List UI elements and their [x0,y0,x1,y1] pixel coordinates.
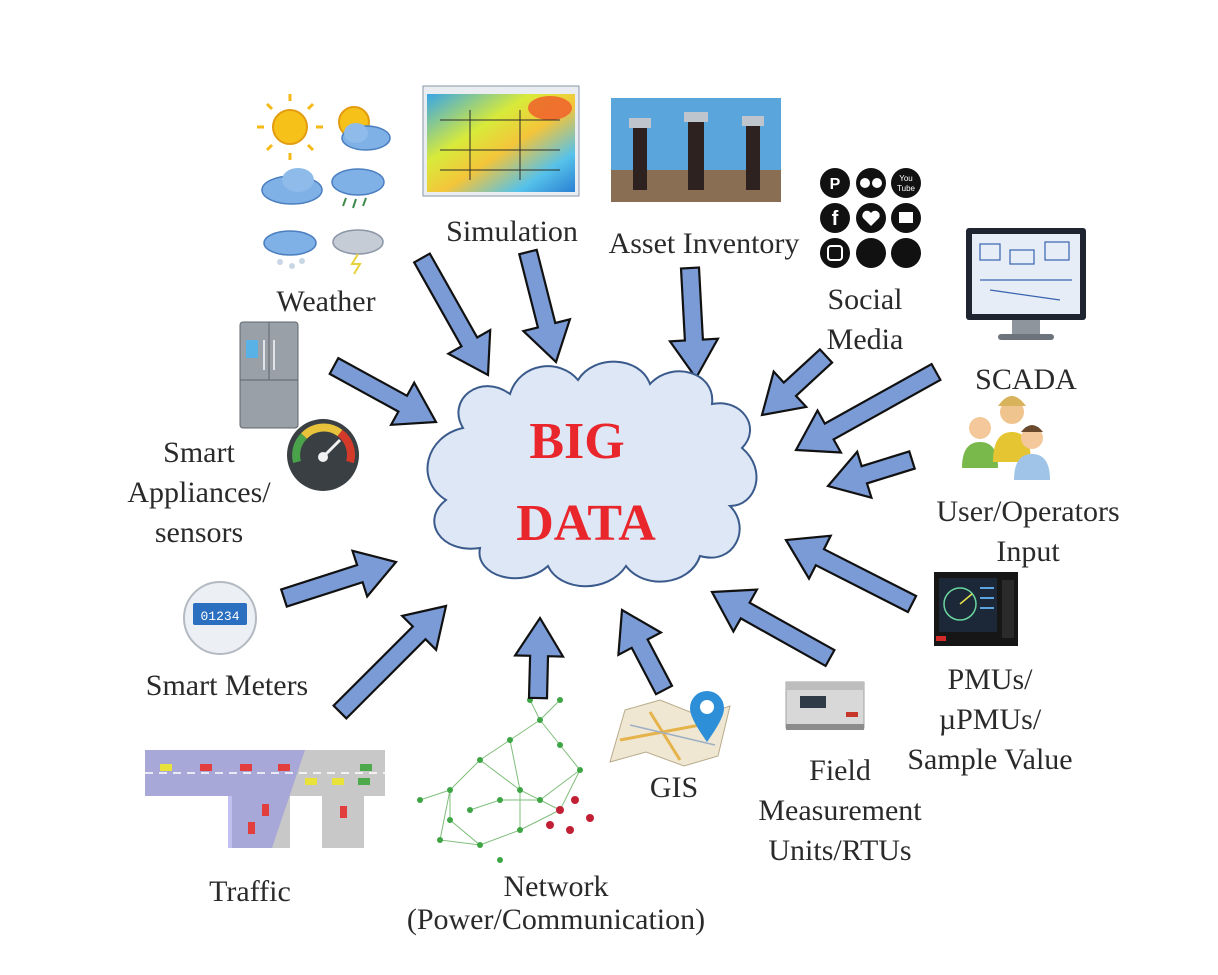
cloud-icon [261,168,323,205]
label-traffic: Traffic [180,872,320,912]
label-scada-line1: SCADA [975,363,1077,396]
label-network-line1: Network [503,870,609,903]
label-gis: GIS [624,768,724,808]
svg-text:Tube: Tube [897,184,915,193]
label-smart-meters-line1: Smart Meters [145,669,309,702]
label-simulation: Simulation [432,212,592,252]
label-social-media-line1: Social [827,283,903,316]
label-pmus-line3: Sample Value [907,743,1073,776]
rain-cloud-icon [331,168,385,209]
refrigerator-icon [239,321,299,429]
scada-monitor-icon [966,228,1086,340]
arrow-asset-inventory [667,266,720,381]
label-field-measurement-line3: Units/RTUs [768,834,912,867]
arrow-smart-appliances [328,356,438,427]
label-user-operators-input-line2: Input [996,535,1060,568]
label-traffic-line1: Traffic [209,875,291,908]
label-smart-meters: Smart Meters [124,666,330,706]
arrows-group [279,248,942,720]
arrow-field-measurement [710,588,836,668]
pmu-device-icon [934,572,1018,646]
label-smart-appliances-line3: sensors [154,516,244,549]
svg-text:f: f [832,208,839,230]
big-data-line1: BIG [529,413,624,470]
label-gis-line1: GIS [649,771,699,804]
label-field-measurement-line2: Measurement [758,794,922,827]
field-measurement-device-icon [785,681,865,730]
label-user-operators-input: User/Operators Input [914,492,1142,572]
big-data-cloud: BIG DATA [426,360,758,588]
label-network-line2: (Power/Communication) [406,903,706,936]
arrow-gis [617,608,674,696]
svg-text:You: You [899,174,913,183]
social-media-icons: P f You Tube [820,168,921,268]
storm-cloud-icon [332,229,384,275]
simulation-screen-icon [422,85,580,197]
network-graph-icon [417,697,594,863]
weather-icon [257,94,391,275]
label-smart-appliances-line1: Smart [163,436,235,469]
smart-meter-icon: 01234 [183,581,257,655]
traffic-intersection-icon [145,750,385,848]
label-smart-appliances: Smart Appliances/ sensors [104,433,294,553]
arrow-social-media [760,347,834,417]
arrow-traffic [332,604,448,720]
gauge-icon [287,419,359,491]
cloud-shape [426,360,758,588]
label-asset-inventory-line1: Asset Inventory [608,227,800,260]
label-weather: Weather [256,282,396,322]
arrow-network [513,615,565,700]
label-pmus-line1: PMUs/ [947,663,1033,696]
label-scada: SCADA [956,360,1096,400]
label-social-media: Social Media [805,280,925,360]
label-user-operators-input-line1: User/Operators [936,495,1120,528]
label-weather-line1: Weather [276,285,376,318]
big-data-line2: DATA [516,495,656,552]
label-asset-inventory: Asset Inventory [594,224,814,264]
arrow-simulation [517,248,572,364]
label-social-media-line2: Media [826,323,904,356]
label-simulation-line1: Simulation [446,215,578,248]
sun-cloud-icon [338,106,391,151]
label-field-measurement: Field Measurement Units/RTUs [740,751,940,871]
arrow-weather [412,252,492,377]
arrow-smart-meters [279,549,398,608]
users-icon [962,396,1050,480]
label-network: Network (Power/Communication) [376,870,736,936]
label-smart-appliances-line2: Appliances/ [127,476,271,509]
gis-map-icon [609,691,731,767]
sun-icon [257,94,323,160]
arrow-pmus [784,534,918,614]
label-field-measurement-line1: Field [809,754,871,787]
label-pmus-line2: µPMUs/ [938,703,1042,736]
label-pmus: PMUs/ µPMUs/ Sample Value [890,660,1090,780]
snow-cloud-icon [263,230,317,269]
arrow-scada [794,362,942,454]
asset-inventory-photo [611,98,781,202]
meter-reading: 01234 [200,609,239,624]
svg-text:P: P [830,176,841,193]
arrow-user-operators-input [826,449,917,500]
